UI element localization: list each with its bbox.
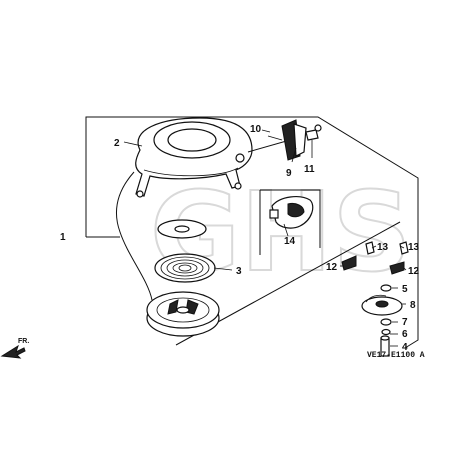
callout-5: 5 [402,284,408,295]
ratchet-left [341,241,375,271]
callout-10: 10 [250,124,262,135]
front-direction-indicator: FR. [0,338,29,359]
friction-plate [361,294,403,316]
callout-1: 1 [60,232,66,243]
starter-reel [146,291,220,337]
figure-code: VE17-E1100 A [367,351,425,360]
callout-9: 9 [286,168,292,179]
callout-12-left: 12 [326,262,338,273]
callout-8: 8 [410,300,416,311]
leader-lines [123,129,407,347]
callout-6: 6 [402,329,408,340]
recoil-spring [154,253,216,283]
hardware-stack [380,284,392,357]
washer-disc [157,219,207,239]
callout-14: 14 [284,236,296,247]
callout-13-right: 13 [408,242,420,253]
starter-case [135,117,253,198]
callouts: 1 2 3 4 5 6 7 8 9 10 11 12 12 13 13 14 [60,124,420,353]
callout-12-right: 12 [408,266,420,277]
callout-7: 7 [402,317,408,328]
ratchet-right [389,241,409,275]
callout-3: 3 [236,266,242,277]
callout-13-left: 13 [377,242,389,253]
callout-4: 4 [402,342,408,353]
starter-grip [269,196,314,229]
front-direction-label: FR. [18,338,29,345]
callout-11: 11 [304,164,315,175]
callout-2: 2 [114,138,120,149]
rope-guide-assembly [267,119,322,161]
starter-rope [116,139,291,301]
